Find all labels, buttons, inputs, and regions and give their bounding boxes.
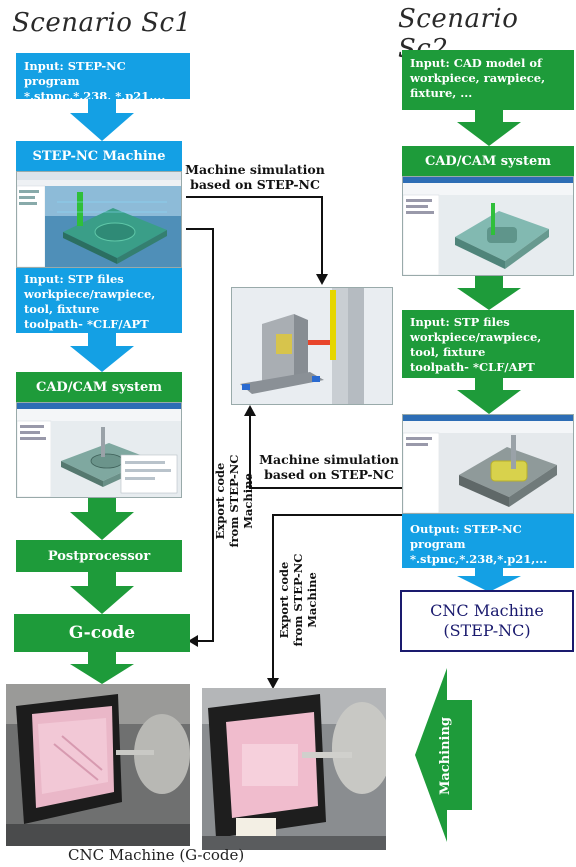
sim2-arrowhead xyxy=(244,405,256,416)
export-code-label-1: Export code from STEP-NC Machine xyxy=(213,454,255,548)
sc1-postprocessor-box: Postprocessor xyxy=(16,540,182,572)
sim1-connector xyxy=(186,196,323,276)
sc1-arrow-5 xyxy=(70,652,134,684)
sc1-gcode-box: G-code xyxy=(14,614,190,652)
scenario-sc1-title: Scenario Sc1 xyxy=(12,8,192,38)
sc2-cadcam-screenshot xyxy=(402,176,574,276)
sc1-arrow-2 xyxy=(70,333,134,372)
sim1-arrowhead xyxy=(316,274,328,285)
sc2-output-box: Output: STEP-NC program *.stpnc,*.238,*.… xyxy=(402,514,574,568)
gcode-cnc-caption: CNC Machine (G-code) xyxy=(68,846,245,864)
sc2-arrow-3 xyxy=(457,378,521,414)
sc1-stepnc-machine-screenshot xyxy=(16,171,182,268)
sc1-stepnc-machine-box: STEP-NC Machine xyxy=(16,141,182,171)
sc1-arrow-3 xyxy=(70,498,134,540)
sc2-input-box: Input: CAD model of workpiece, rawpiece,… xyxy=(402,50,574,110)
sc1-cadcam-screenshot xyxy=(16,402,182,498)
export1-connector xyxy=(186,228,214,642)
sc2-stp-files-box: Input: STP files workpiece/rawpiece, too… xyxy=(402,310,574,378)
sc1-cadcam-box: CAD/CAM system xyxy=(16,372,182,402)
machining-label: Machining xyxy=(438,716,453,796)
cadcam-software-icon xyxy=(403,177,573,275)
gcode-cnc-photo xyxy=(6,684,190,846)
export-code-label-2: Export code from STEP-NC Machine xyxy=(277,553,319,647)
stepnc-software-icon xyxy=(17,172,181,267)
scenario-sc2-title: Scenario Sc2 xyxy=(398,4,519,64)
sc2-stepnc-screenshot xyxy=(402,414,574,514)
sc2-cnc-machine-box: CNC Machine (STEP-NC) xyxy=(400,590,574,652)
machine-simulation-icon xyxy=(232,288,392,404)
sc1-arrow-1 xyxy=(70,99,134,141)
sc2-cadcam-box: CAD/CAM system xyxy=(402,146,574,176)
sc1-input-box: Input: STEP-NC program *.stpnc,*.238, *.… xyxy=(16,53,190,103)
sc2-arrow-2 xyxy=(457,276,521,310)
machine-simulation-label-1: Machine simulation based on STEP-NC xyxy=(185,162,325,192)
sc2-arrow-4 xyxy=(457,568,521,592)
cnc-machining-photo-icon xyxy=(202,688,386,850)
stepnc-cnc-photo xyxy=(202,688,386,850)
sc1-arrow-4 xyxy=(70,572,134,614)
sc1-stp-files-box: Input: STP files workpiece/rawpiece, too… xyxy=(16,268,182,333)
machine-simulation-image xyxy=(231,287,393,405)
cnc-machining-photo-icon xyxy=(6,684,190,846)
stepnc-software-icon xyxy=(403,415,573,513)
cadcam-software-icon xyxy=(17,403,181,497)
sc2-arrow-1 xyxy=(457,110,521,146)
machine-simulation-label-2: Machine simulation based on STEP-NC xyxy=(259,452,399,482)
